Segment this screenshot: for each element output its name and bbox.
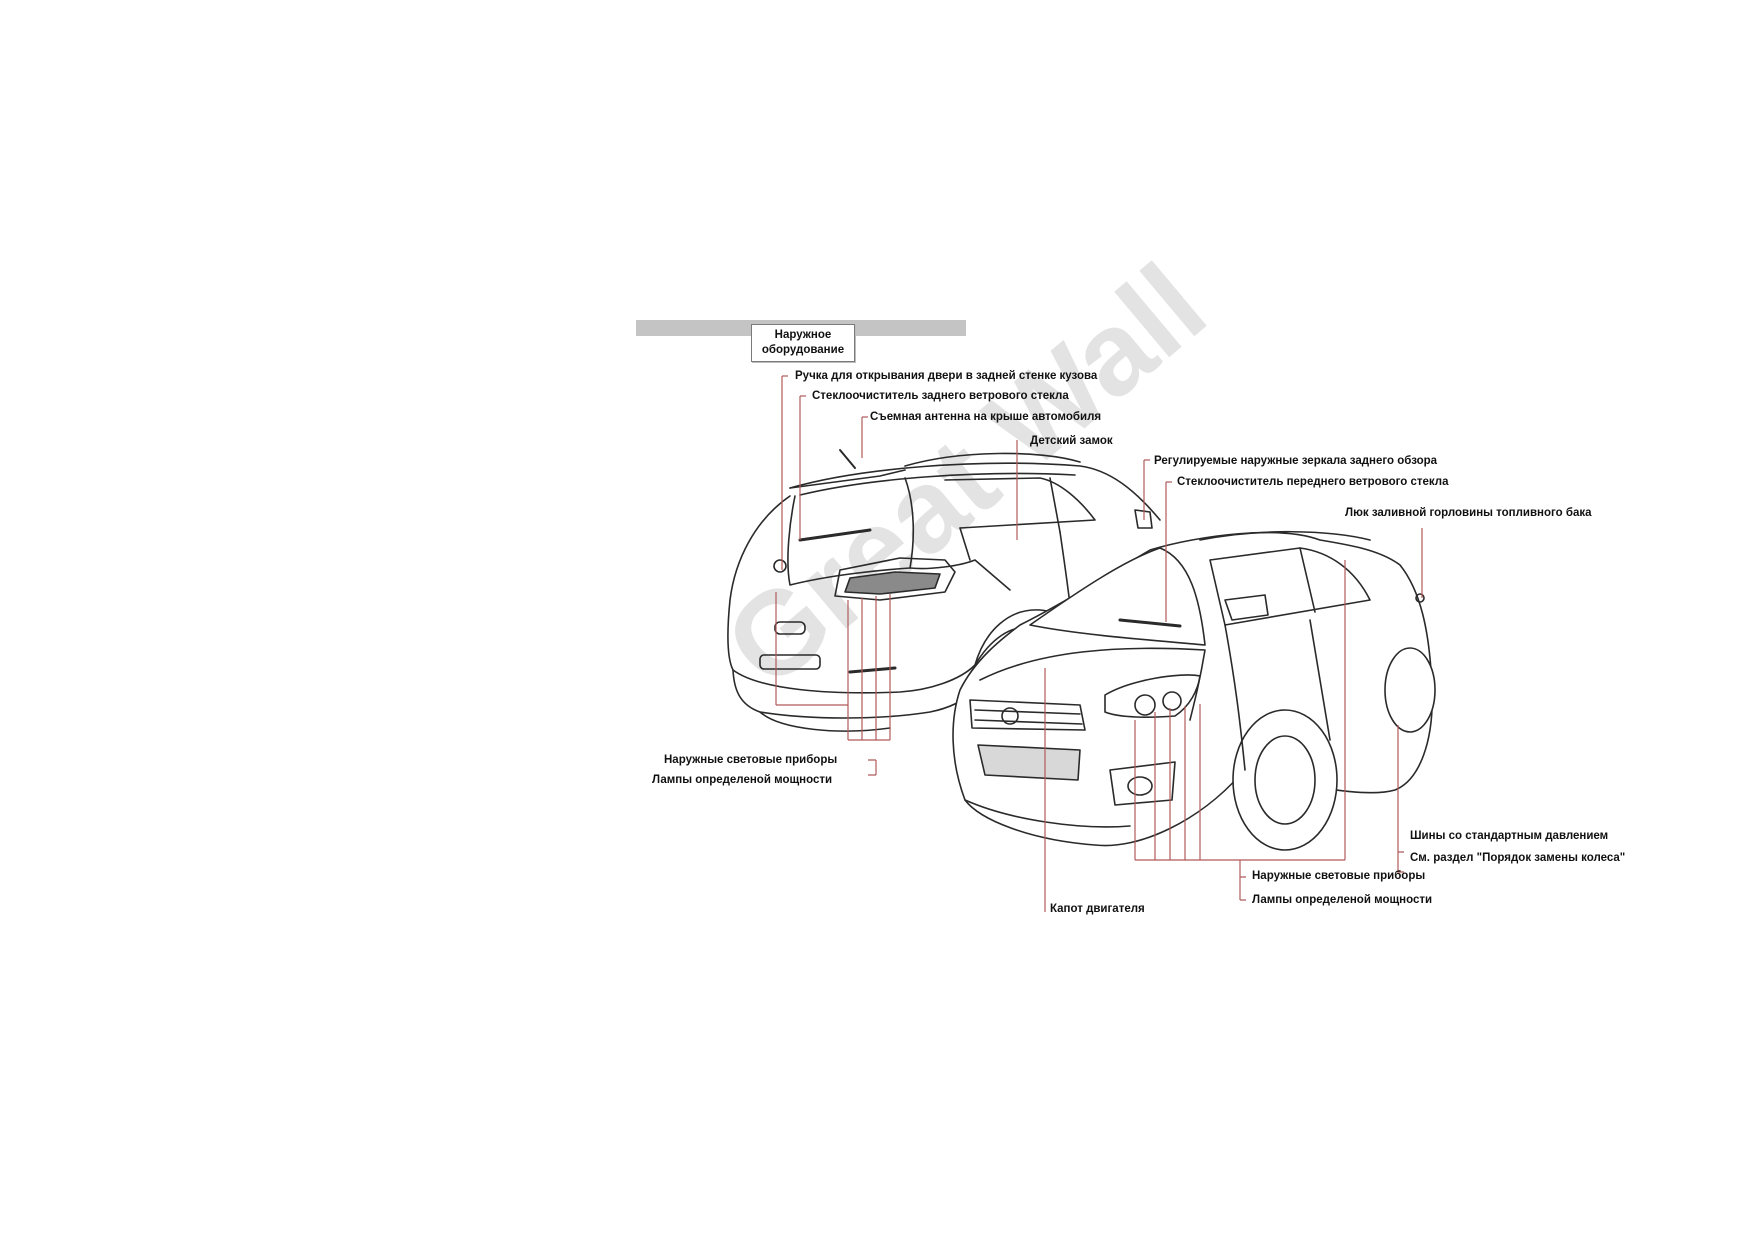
label-front-exterior-lights: Наружные световые приборы xyxy=(1252,870,1426,882)
label-front-bulb-wattage: Лампы определеной мощности xyxy=(1252,894,1433,906)
section-title-line2: оборудование xyxy=(761,344,845,356)
label-tire-ref: См. раздел "Порядок замены колеса" xyxy=(1410,852,1626,864)
label-fuel-door: Люк заливной горловины топливного бака xyxy=(1345,507,1592,519)
leader-lines xyxy=(775,375,1423,912)
section-title-line1: Наружное xyxy=(774,329,832,341)
label-tailgate-handle: Ручка для открывания двери в задней стен… xyxy=(795,370,1098,382)
front-vehicle-illustration xyxy=(952,530,1436,851)
label-hood: Капот двигателя xyxy=(1050,903,1145,915)
label-tires: Шины со стандартным давлением xyxy=(1410,830,1609,842)
label-rear-bulb-wattage: Лампы определеной мощности xyxy=(652,774,833,786)
label-rear-exterior-lights: Наружные световые приборы xyxy=(664,754,838,766)
label-child-lock: Детский замок xyxy=(1030,435,1113,447)
rear-vehicle-illustration xyxy=(727,449,1161,732)
label-rear-wiper: Стеклоочиститель заднего ветрового стекл… xyxy=(812,390,1069,402)
label-roof-antenna: Съемная антенна на крыше автомобиля xyxy=(870,411,1102,423)
section-title-box: Наружное оборудование xyxy=(751,324,855,362)
label-front-wiper: Стеклоочиститель переднего ветрового сте… xyxy=(1177,476,1449,488)
label-mirrors: Регулируемые наружные зеркала заднего об… xyxy=(1154,455,1438,467)
